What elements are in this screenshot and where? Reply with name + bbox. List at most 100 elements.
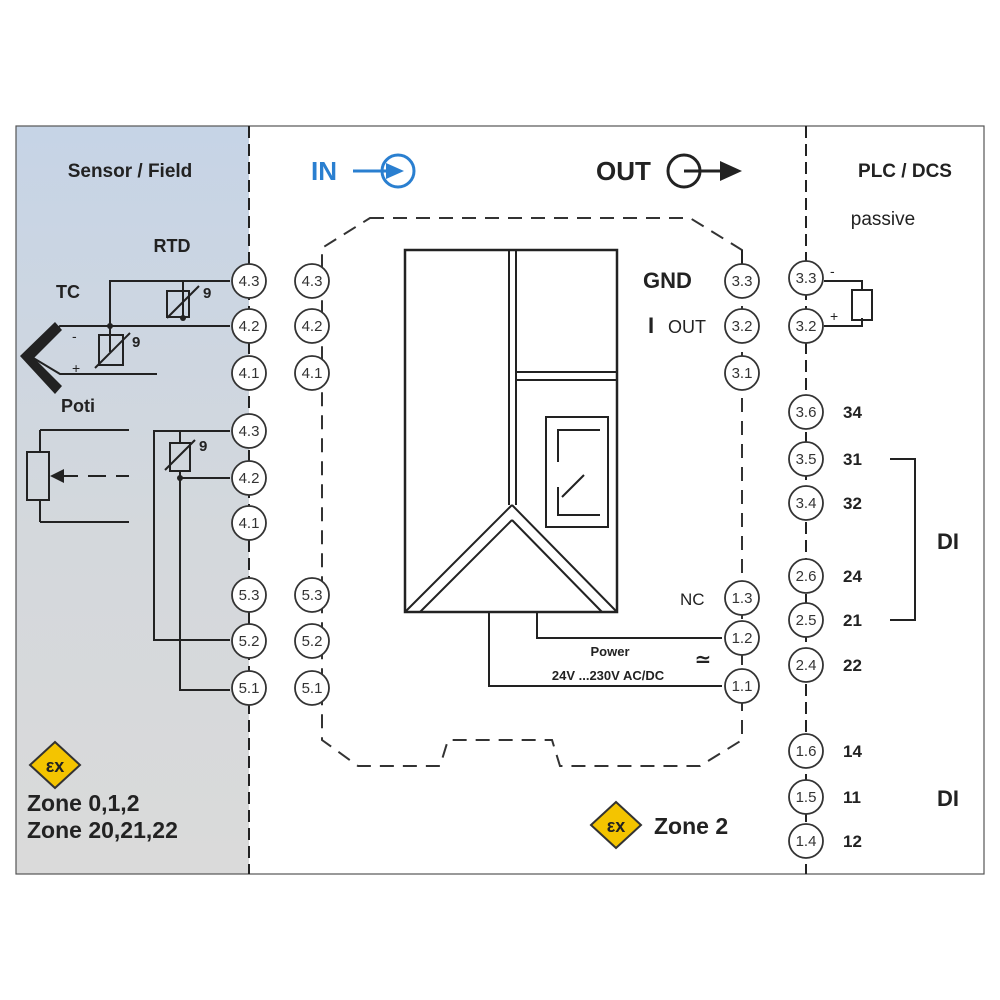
sensor-field-title: Sensor / Field — [68, 161, 193, 182]
terminal: 1.1 — [724, 668, 760, 704]
tc-theta: 9 — [132, 334, 140, 351]
terminal-label: 5.2 — [239, 633, 260, 650]
terminal-label: 3.2 — [796, 318, 817, 335]
terminal: 5.2 — [294, 623, 330, 659]
terminal: 3.1 — [724, 355, 760, 391]
terminal: 2.6 — [788, 558, 824, 594]
ac-dc-icon: ≃ — [695, 649, 712, 671]
relay-contact-number: 31 — [843, 450, 862, 469]
terminal: 5.2 — [231, 623, 267, 659]
svg-text:εx: εx — [46, 756, 65, 776]
terminal: 5.3 — [294, 577, 330, 613]
in-arrow-icon — [353, 153, 416, 189]
poti-wiper-arrow — [50, 469, 64, 483]
sensor-wiring — [26, 280, 230, 691]
terminal: 3.3 — [724, 263, 760, 299]
terminal: 5.3 — [231, 577, 267, 613]
ex-badge-icon: εx — [28, 740, 82, 790]
relay-contact-number: 11 — [843, 788, 861, 807]
terminal: 5.1 — [231, 670, 267, 706]
junction-dot — [177, 475, 183, 481]
terminal-label: 1.2 — [732, 630, 753, 647]
terminal: 1.3 — [724, 580, 760, 616]
terminal: 4.1 — [231, 505, 267, 541]
terminal: 4.3 — [294, 263, 330, 299]
inner-terminal-block: 4.3 4.2 4.1 5.3 5.2 5.1 — [294, 263, 330, 706]
relay-contact-number: 12 — [843, 832, 862, 851]
rtd-theta-1: 9 — [203, 285, 211, 302]
relay-contact-number: 14 — [843, 742, 862, 761]
in-label: IN — [311, 156, 337, 186]
terminal: 3.5 — [788, 441, 824, 477]
terminal-label: 2.4 — [796, 657, 817, 674]
supply-label: 24V ...230V AC/DC — [552, 668, 665, 683]
terminal-label: 1.4 — [796, 833, 817, 850]
terminal-label: 3.4 — [796, 495, 817, 512]
terminal: 1.2 — [724, 620, 760, 656]
module-outline — [321, 217, 743, 767]
tc-label: TC — [56, 282, 80, 302]
di-label-lower: DI — [937, 786, 959, 811]
terminal-label: 3.3 — [796, 270, 817, 287]
field-terminal-block: 4.3 4.2 4.1 4.3 4.2 4.1 5.3 5.2 5.1 — [231, 263, 267, 706]
terminal-label: 5.1 — [302, 680, 323, 697]
terminal: 5.1 — [294, 670, 330, 706]
svg-text:εx: εx — [607, 816, 626, 836]
terminal: 4.3 — [231, 263, 267, 299]
terminal: 4.2 — [231, 308, 267, 344]
terminal-label: 5.2 — [302, 633, 323, 650]
relay-contact-number: 21 — [843, 611, 862, 630]
out-terminal-label: OUT — [668, 317, 706, 337]
terminal: 4.1 — [231, 355, 267, 391]
plc-passive-label: passive — [851, 209, 915, 230]
terminal: 3.6 — [788, 394, 824, 430]
terminal-label: 4.1 — [239, 515, 260, 532]
zone-gas-label: Zone 0,1,2 — [27, 790, 139, 816]
diagram-frame — [15, 125, 985, 875]
terminal: 1.6 — [788, 733, 824, 769]
terminal-label: 2.6 — [796, 568, 817, 585]
plc-dcs-title: PLC / DCS — [858, 161, 952, 182]
terminal-label: 2.5 — [796, 612, 817, 629]
tc-junction-icon — [20, 322, 62, 394]
terminal-label: 4.1 — [302, 365, 323, 382]
ex-badge-icon: εx — [589, 800, 643, 850]
relay-contact-icon — [545, 416, 609, 528]
terminal: 2.5 — [788, 602, 824, 638]
terminal-label: 4.2 — [302, 318, 323, 335]
terminal-label: 3.5 — [796, 451, 817, 468]
load-minus: - — [830, 263, 835, 279]
terminal: 4.2 — [294, 308, 330, 344]
zone-dust-label: Zone 20,21,22 — [27, 817, 178, 843]
terminal: 1.4 — [788, 823, 824, 859]
terminal-label: 3.2 — [732, 318, 753, 335]
relay-contact-number: 22 — [843, 656, 862, 675]
terminal-label: 1.1 — [732, 678, 753, 695]
junction-dot — [180, 315, 186, 321]
terminal: 4.2 — [231, 460, 267, 496]
terminal-label: 5.3 — [302, 587, 323, 604]
terminal-label: 1.3 — [732, 590, 753, 607]
terminal-label: 4.2 — [239, 318, 260, 335]
nc-label: NC — [680, 590, 705, 609]
relay-contact-number: 34 — [843, 403, 862, 422]
terminal: 3.4 — [788, 485, 824, 521]
module-body — [403, 248, 619, 614]
relay-contact-number: 32 — [843, 494, 862, 513]
terminal-label: 5.3 — [239, 587, 260, 604]
power-label: Power — [590, 644, 629, 659]
terminal: 3.2 — [724, 308, 760, 344]
rtd-theta-2: 9 — [199, 438, 207, 455]
power-wires — [488, 250, 743, 687]
zone-2-label: Zone 2 — [654, 813, 728, 839]
relay-contact-number: 24 — [843, 567, 862, 586]
tc-minus: - — [72, 328, 77, 344]
terminal: 1.5 — [788, 779, 824, 815]
terminal: 3.3 — [788, 260, 824, 296]
terminal: 4.3 — [231, 413, 267, 449]
output-terminal-block: 3.3 3.2 3.1 1.3 1.2 1.1 — [724, 263, 760, 704]
terminal: 2.4 — [788, 647, 824, 683]
i-label: I — [648, 313, 654, 338]
di-label-upper: DI — [937, 529, 959, 554]
gnd-label: GND — [643, 268, 692, 293]
